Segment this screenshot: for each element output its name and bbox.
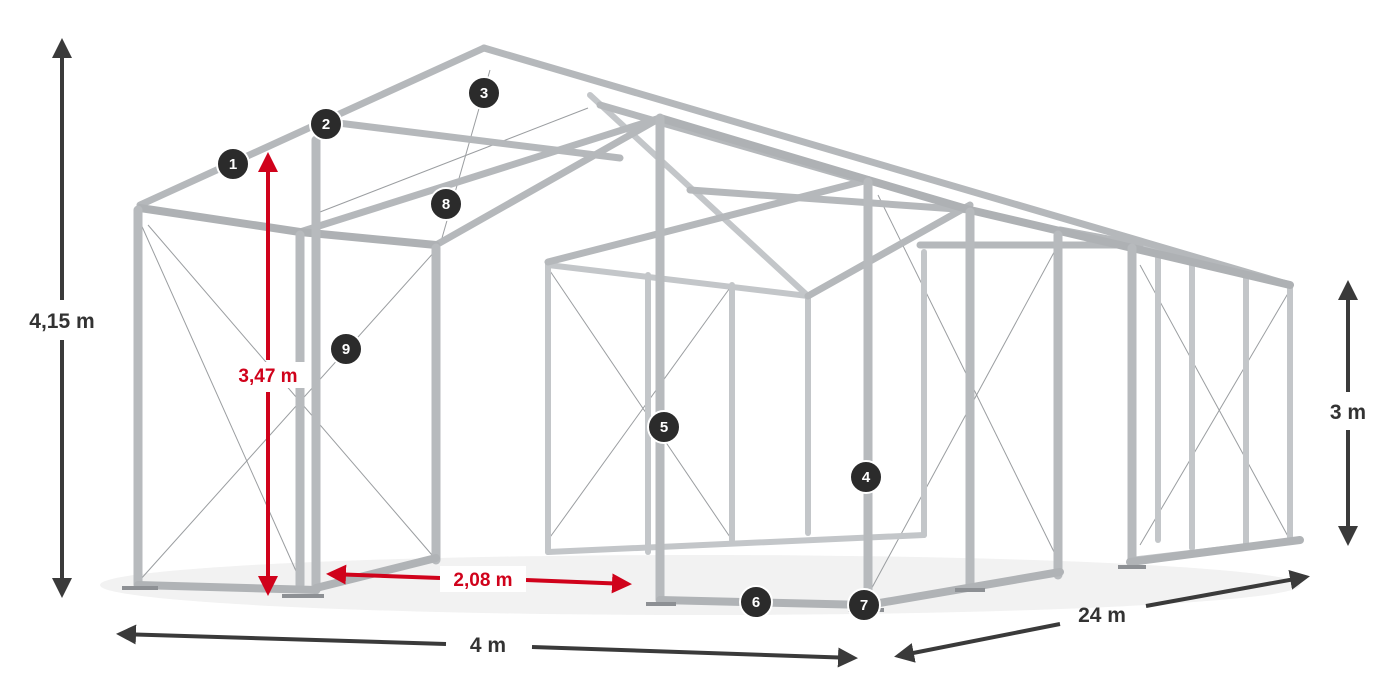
length-label: 24 m [1078,604,1126,627]
uprights [133,113,1137,610]
callout-badge-9: 9 [329,332,363,366]
callout-badge-1: 1 [216,147,250,181]
callout-badge-6: 6 [739,585,773,619]
width-arrow-left [116,624,447,646]
gate-arrows [258,152,632,596]
width-arrow-right [531,645,858,668]
gate-height-label: 3,47 m [238,366,297,387]
svg-text:7: 7 [860,597,868,614]
svg-text:5: 5 [660,419,668,436]
svg-text:6: 6 [752,594,760,611]
total-height-label: 4,15 m [29,310,94,333]
callout-badge-3: 3 [467,76,501,110]
side-height-label: 3 m [1330,401,1366,424]
width-label: 4 m [470,634,506,657]
callout-badge-5: 5 [647,410,681,444]
roof-frame [136,44,1294,300]
svg-text:8: 8 [442,196,450,213]
callout-badge-8: 8 [429,187,463,221]
gate-width-arrow-left [326,564,441,585]
callout-badge-7: 7 [847,588,881,622]
length-arrow-left [894,622,1061,663]
svg-text:9: 9 [342,341,350,358]
dimension-labels: 4,15 m 3 m 4 m 24 m 3,47 m 2,08 m [29,310,1366,657]
dimension-arrows [52,38,1358,668]
svg-text:1: 1 [229,156,237,173]
gate-width-label: 2,08 m [453,570,512,591]
gate-width-arrow-right [525,573,632,594]
length-arrow-right [1145,570,1310,608]
svg-text:4: 4 [862,469,871,486]
callout-badge-2: 2 [309,107,343,141]
svg-text:3: 3 [480,85,488,102]
callout-badge-4: 4 [849,460,883,494]
svg-text:2: 2 [322,116,330,133]
